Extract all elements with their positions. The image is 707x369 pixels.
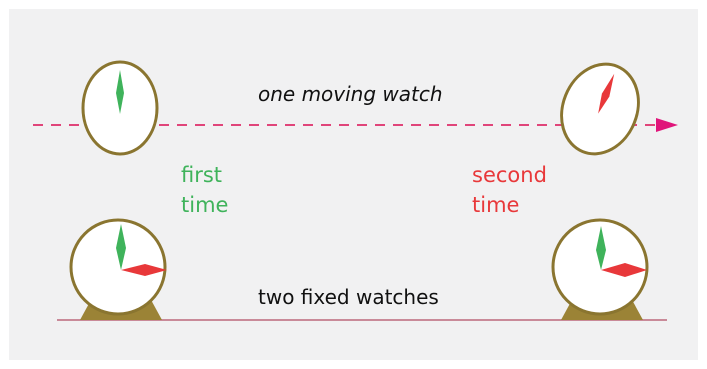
clock-hand-green xyxy=(116,70,124,114)
clock-hand-red xyxy=(601,263,647,277)
clock-hand-red xyxy=(598,73,615,114)
second-time-label-line2: time xyxy=(472,193,520,217)
desk-clock-icon xyxy=(69,218,167,316)
moving-watch-caption: one moving watch xyxy=(258,82,443,106)
clock-hand-green xyxy=(116,224,126,270)
desk-clock-icon xyxy=(551,218,649,316)
clock-hand-green xyxy=(596,226,606,270)
second-time-label: second time xyxy=(472,160,547,220)
first-time-label: first time xyxy=(181,160,228,220)
moving-watch-second xyxy=(560,62,640,156)
fixed-watch-right xyxy=(551,218,649,320)
second-time-label-line1: second xyxy=(472,163,547,187)
clock-hand-red xyxy=(121,264,167,276)
first-time-label-line1: first xyxy=(181,163,223,187)
first-time-label-line2: time xyxy=(181,193,229,217)
fixed-watch-left xyxy=(69,218,167,320)
direction-arrow-icon xyxy=(656,118,678,132)
fixed-watches-caption: two fixed watches xyxy=(258,285,439,309)
moving-watch-first xyxy=(81,60,159,156)
